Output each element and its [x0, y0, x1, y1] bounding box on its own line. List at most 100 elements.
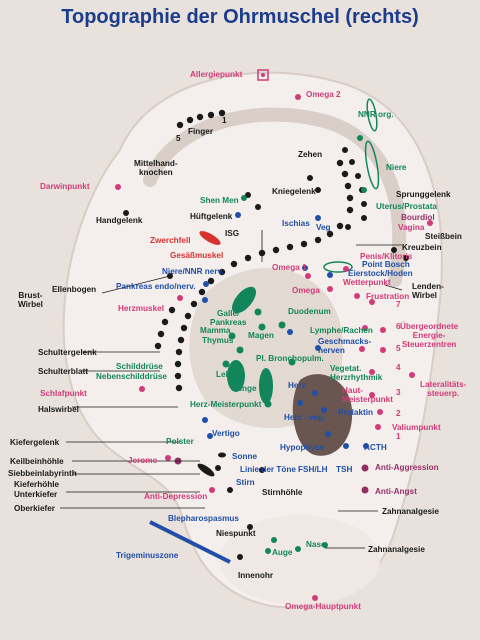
schultergelenk-label: Schultergelenk — [38, 348, 97, 357]
unterkiefer-label: Unterkiefer — [14, 490, 58, 499]
niere-nnr-nerv-label: Niere/NNR nerv. — [162, 267, 224, 276]
auge-label: Auge — [272, 548, 293, 557]
innenohr-label: Innenohr — [238, 571, 274, 580]
zehen-label: Zehen — [298, 150, 323, 159]
number-3: 3 — [396, 388, 401, 397]
thymus-label: Thymus — [202, 336, 234, 345]
ear-lobe — [220, 515, 380, 605]
sonne-label: Sonne — [232, 452, 258, 461]
veg-label: Veg — [316, 223, 331, 232]
vagina-label: Vagina — [398, 223, 425, 232]
omega1-label: Omega 1 — [272, 263, 307, 272]
stirn-zone — [197, 463, 215, 477]
number-2: 2 — [396, 409, 401, 418]
pankreas-endo-nerv-label: Pankreas endo/nerv. — [116, 282, 196, 291]
steissbein-label: Steißbein — [425, 232, 462, 241]
anti-aggression-label: Anti-Aggression — [375, 463, 439, 472]
lenden-wirbel-label: Lenden- Wirbel — [412, 282, 444, 300]
leader-lines — [60, 230, 403, 549]
lower-black-points — [123, 210, 409, 560]
oberkiefer-label: Oberkiefer — [14, 504, 55, 513]
haut-meisterpunkt-label: Haut- Meisterpunkt — [342, 386, 393, 404]
zwerchfell-label: Zwerchfell — [150, 236, 191, 245]
lymphe-rachen-label: Lymphe/Rachen — [310, 326, 373, 335]
eierstock-hoden-label: Eierstock/Hoden — [348, 269, 413, 278]
magenta-points — [115, 94, 433, 601]
wetterpunkt-label: Wetterpunkt — [343, 278, 391, 287]
point-bosch-label: Point Bosch — [362, 260, 410, 269]
kieferhoehle-label: Kieferhöhle — [14, 480, 60, 489]
finger-number-1: 1 — [222, 116, 227, 125]
gesaessmuskel-label: Gesäßmuskel — [170, 251, 224, 260]
halswirbel-label: Halswirbel — [38, 405, 79, 414]
helix-fold — [143, 107, 407, 287]
lung-zone — [259, 368, 273, 404]
brust-wirbel-label: Brust- Wirbel — [18, 291, 43, 309]
stirnhoehle-label: Stirnhöhle — [262, 488, 303, 497]
sprunggelenk-label: Sprunggelenk — [396, 190, 451, 199]
herzmuskel-label: Herzmuskel — [118, 304, 164, 313]
omega2-label: Omega 2 — [306, 90, 341, 99]
uebergeordnete-energie-label: Übergeordnete Energie- Steuerzentren — [400, 322, 459, 349]
prolaktin-label: Prolaktin — [338, 408, 374, 417]
omega-small-label: Omega — [292, 286, 320, 295]
finger-points — [176, 109, 226, 129]
fsh-lh-label: FSH/LH — [298, 465, 328, 474]
allergiepunkt-marker — [257, 69, 269, 81]
nase-label: Nase — [306, 540, 326, 549]
hueftgelenk-label: Hüftgelenk — [190, 212, 233, 221]
herz-label: Herz — [288, 381, 306, 390]
isg-label: ISG — [225, 229, 240, 238]
hypophyse-label: Hypophyse — [280, 443, 325, 452]
pl-bronchopulm-label: Pl. Bronchopulm. — [256, 354, 324, 363]
spine-points — [154, 159, 354, 392]
polster-label: Polster — [166, 437, 194, 446]
number-1: 1 — [396, 432, 401, 441]
lateralitaetssteuerp-label: Lateralitäts- steuerp. — [420, 380, 467, 398]
handgelenk-label: Handgelenk — [96, 216, 143, 225]
darwinpunkt-label: Darwinpunkt — [40, 182, 90, 191]
anti-angst-label: Anti-Angst — [375, 487, 417, 496]
acth-label: ACTH — [364, 443, 387, 452]
blue-points — [202, 212, 369, 449]
zwerchfell-zone — [199, 231, 221, 245]
anti-depression-label: Anti-Depression — [144, 492, 208, 501]
stirn-label: Stirn — [236, 478, 255, 487]
niere-outline — [364, 140, 380, 190]
herz-meisterpunkt-label: Herz-Meisterpunkt — [190, 400, 262, 409]
finger-label: Finger — [188, 127, 214, 136]
allergiepunkt-label: Allergiepunkt — [190, 70, 243, 79]
galle-pankreas-label: Galle/ Pankreas — [210, 309, 247, 327]
nnr-org-label: NNR org. — [358, 110, 394, 119]
geschmacksnerven-label: Geschmacks- nerven — [318, 337, 372, 355]
trigeminus-zone — [149, 520, 231, 564]
penis-klitoris-label: Penis/Klitoris — [360, 252, 413, 261]
kniegelenk-label: Kniegelenk — [272, 187, 316, 196]
ischias-label: Ischias — [282, 219, 310, 228]
siebbeinlabyrinth-label: Siebbeinlabyrinth — [8, 469, 77, 478]
tsh-label: TSH — [336, 465, 353, 474]
blepharospasmus-label: Blepharospasmus — [168, 514, 239, 523]
nnr-outline — [366, 98, 378, 132]
ellenbogen-label: Ellenbogen — [52, 285, 97, 294]
kiefergelenk-label: Kiefergelenk — [10, 438, 60, 447]
pancreas-zone — [232, 286, 256, 314]
finger-number-5: 5 — [176, 134, 181, 143]
nebenschilddruese-label: Nebenschilddrüse — [96, 372, 167, 381]
zahnanalgesie-lower-label: Zahnanalgesie — [368, 545, 425, 554]
linie-der-toene-label: Linie der Töne — [240, 465, 296, 474]
number-4: 4 — [396, 363, 401, 372]
magen-label: Magen — [248, 331, 274, 340]
herz-veg-label: Herz - veg. — [284, 413, 326, 422]
bourdiol-label: Bourdiol — [401, 213, 435, 222]
lunge-label: Lunge — [232, 384, 257, 393]
keilbeinhoehle-label: Keilbeinhöhle — [10, 457, 64, 466]
uterus-prostata-label: Uterus/Prostata — [376, 202, 437, 211]
sonne-zone — [218, 452, 226, 458]
helix-rim-points — [245, 147, 367, 221]
zahnanalgesie-upper-label: Zahnanalgesie — [382, 507, 439, 516]
ear-canal — [292, 374, 353, 456]
niespunkt-label: Niespunkt — [216, 529, 256, 538]
